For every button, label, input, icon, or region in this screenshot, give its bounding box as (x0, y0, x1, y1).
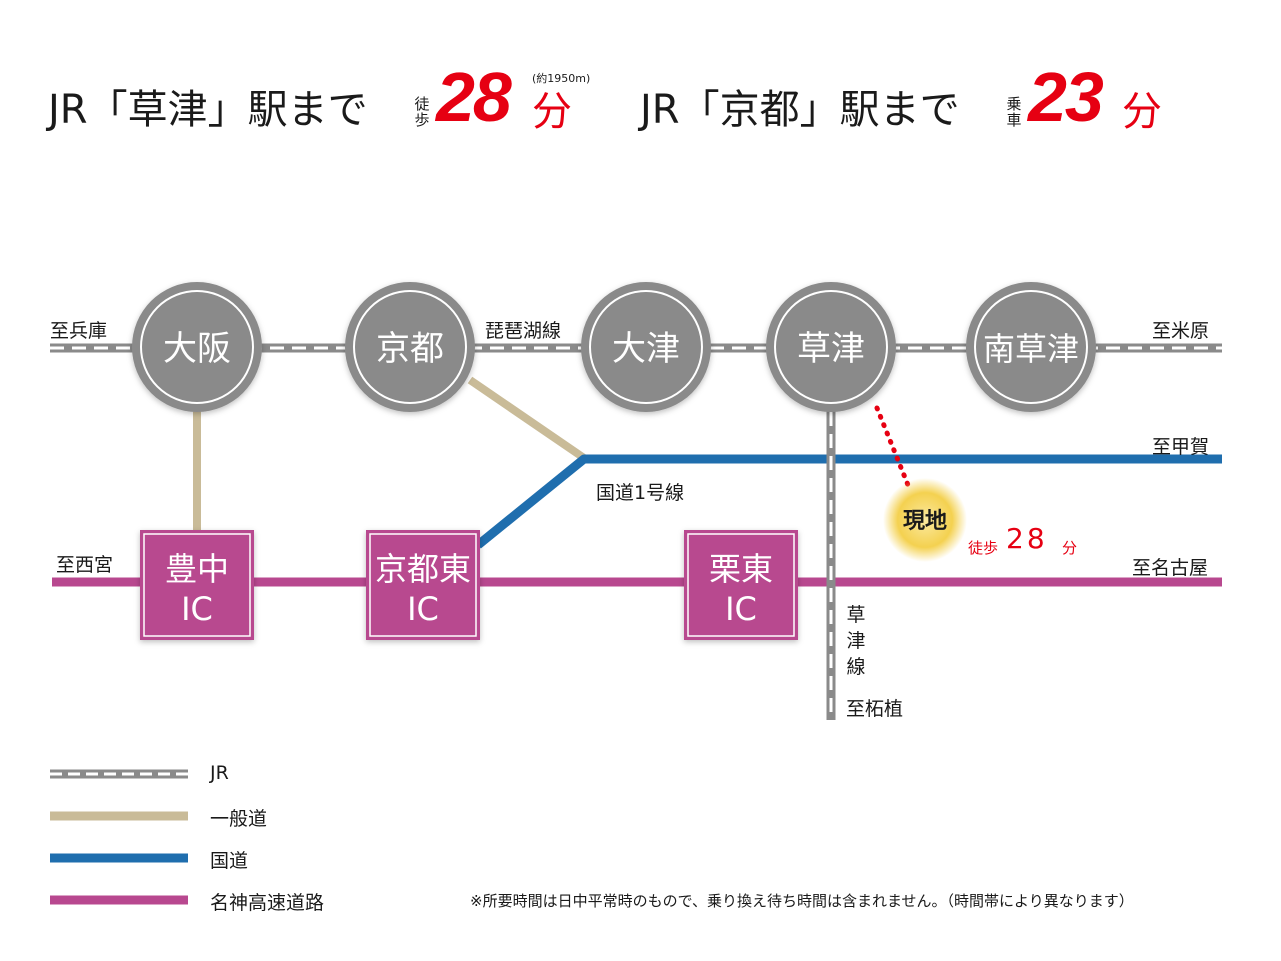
legend-label-expressway: 名神高速道路 (210, 892, 325, 914)
route1-line (475, 454, 1222, 549)
label-tsuge: 至柘植 (846, 698, 904, 720)
label-nagoya: 至名古屋 (1132, 557, 1209, 579)
walk-path (874, 405, 913, 493)
header-kusatsu-mode: 徒歩 (414, 95, 430, 129)
site-walk-unit: 分 (1062, 539, 1078, 557)
ic-label: IC (725, 590, 757, 628)
header-kusatsu-prefix: JR「草津」駅まで (48, 87, 368, 133)
label-kusatsu-line: 草津線 (846, 604, 866, 678)
road-kyoto-route1 (467, 376, 587, 462)
legend-label-road: 一般道 (210, 808, 268, 830)
label-hyogo: 至兵庫 (50, 320, 108, 342)
station-osaka (132, 282, 262, 412)
legend-swatches (50, 769, 188, 905)
station-otsu (581, 282, 711, 412)
site-walk-minutes: 28 (1006, 522, 1048, 555)
header-kusatsu-unit: 分 (532, 89, 572, 135)
header-kyoto-prefix: JR「京都」駅まで (640, 87, 960, 133)
label-koka: 至甲賀 (1152, 436, 1210, 458)
station-label: 京都 (376, 329, 444, 369)
station-label: 草津 (797, 329, 865, 369)
ic-label: 豊中 (165, 550, 229, 588)
ic-kyoto-higashi (366, 530, 480, 640)
legend-label-jr: JR (210, 762, 229, 784)
site-walk-mode: 徒歩 (968, 539, 999, 557)
station-label: 大津 (612, 329, 680, 369)
ic-label: IC (407, 590, 439, 628)
footnote: ※所要時間は日中平常時のもので、乗り換え待ち時間は含まれません。（時間帯により異… (470, 892, 1134, 910)
label-route1: 国道1号線 (596, 482, 685, 504)
label-biwako-line: 琵琶湖線 (485, 320, 562, 342)
ic-toyonaka (140, 530, 254, 640)
header-kyoto-minutes: 23 (1028, 58, 1104, 136)
ic-label: IC (181, 590, 213, 628)
station-kyoto (345, 282, 475, 412)
station-label: 南草津 (983, 330, 1079, 368)
station-label: 大阪 (163, 329, 231, 369)
label-nishinomiya: 至西宮 (56, 554, 114, 576)
legend-label-route: 国道 (210, 850, 249, 872)
header-kyoto-unit: 分 (1122, 89, 1162, 135)
ic-label: 栗東 (709, 550, 773, 588)
site-marker (883, 478, 967, 562)
site-label: 現地 (903, 509, 947, 534)
label-maibara: 至米原 (1152, 320, 1210, 342)
station-kusatsu (766, 282, 896, 412)
header-kyoto-mode: 乗車 (1006, 95, 1022, 129)
ic-label: 京都東 (375, 550, 471, 588)
ic-ritto (684, 530, 798, 640)
station-minami-kusatsu (966, 282, 1096, 412)
header-kusatsu-distance: (約1950m) (532, 72, 591, 85)
header-kusatsu-minutes: 28 (436, 58, 512, 136)
